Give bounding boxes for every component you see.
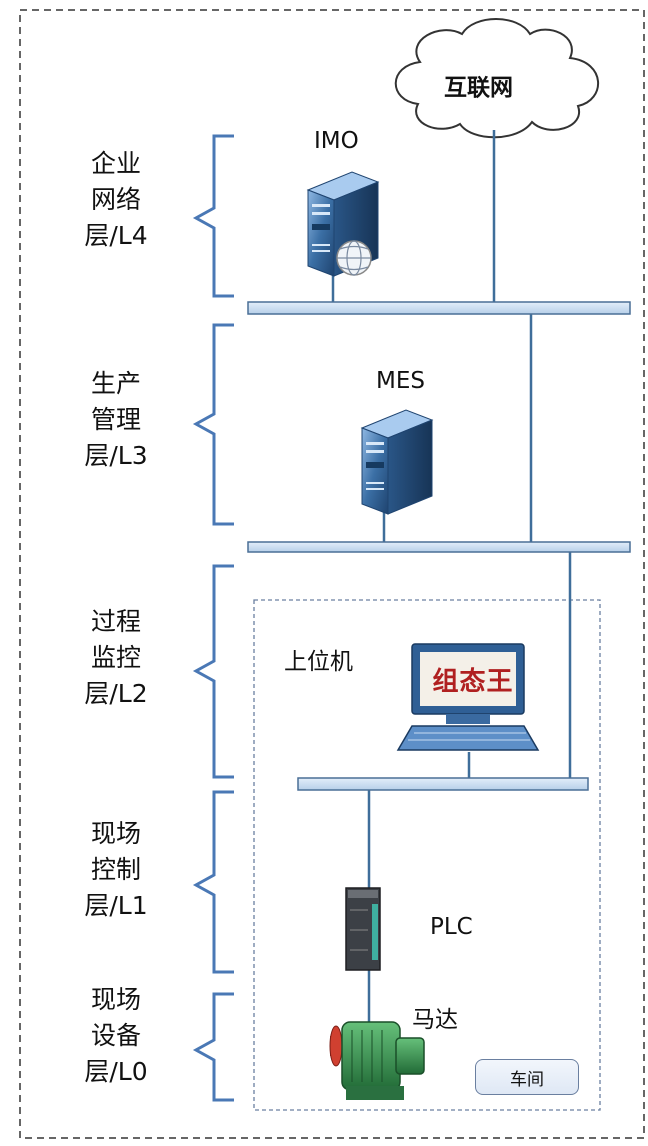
bracket-l0 (192, 992, 234, 1102)
plc-icon (345, 887, 381, 971)
bracket-l2 (192, 564, 234, 779)
plc-label: PLC (430, 914, 473, 940)
scada-software-logo: 组态王 (432, 666, 514, 697)
layer-l1-line1: 现场 (90, 819, 141, 848)
host-label: 上位机 (284, 649, 353, 675)
layer-label-l3: 生产 管理 层/L3 (56, 366, 176, 474)
layer-l3-line2: 管理 (90, 405, 141, 434)
bracket-l4 (192, 134, 234, 298)
outer-frame (19, 9, 645, 1139)
layer-label-l4: 企业 网络 层/L4 (56, 146, 176, 254)
layer-label-l0: 现场 设备 层/L0 (56, 982, 176, 1090)
layer-label-l1: 现场 控制 层/L1 (56, 816, 176, 924)
bracket-l1 (192, 790, 234, 974)
network-links (331, 130, 572, 1022)
layer-l2-line3: 层/L2 (84, 679, 148, 708)
bus-l4 (247, 301, 631, 315)
layer-l3-line3: 层/L3 (84, 441, 148, 470)
internet-label: 互联网 (444, 75, 513, 101)
layer-l4-line3: 层/L4 (84, 221, 148, 250)
workshop-region (253, 599, 601, 1111)
layer-l0-line1: 现场 (90, 985, 141, 1014)
layer-label-l2: 过程 监控 层/L2 (56, 604, 176, 712)
mes-label: MES (376, 368, 425, 394)
bus-l2 (297, 777, 589, 791)
imo-server-icon (306, 171, 380, 277)
bus-l3 (247, 541, 631, 553)
layer-l4-line2: 网络 (90, 185, 141, 214)
layer-l0-line3: 层/L0 (84, 1057, 148, 1086)
motor-label: 马达 (412, 1007, 458, 1033)
layer-l1-line3: 层/L1 (84, 891, 148, 920)
layer-l4-line1: 企业 (90, 149, 141, 178)
layer-l0-line2: 设备 (90, 1021, 141, 1050)
layer-l3-line1: 生产 (90, 369, 141, 398)
workshop-badge: 车间 (475, 1059, 579, 1095)
layer-l2-line1: 过程 (90, 607, 141, 636)
imo-label: IMO (314, 128, 359, 154)
layer-brackets (192, 134, 234, 1102)
mes-server-icon (360, 409, 434, 515)
host-computer-icon (396, 643, 540, 751)
internet-cloud (394, 18, 600, 139)
motor-icon (329, 1021, 425, 1100)
layer-l1-line2: 控制 (90, 855, 141, 884)
layer-l2-line2: 监控 (90, 643, 141, 672)
bracket-l3 (192, 323, 234, 526)
